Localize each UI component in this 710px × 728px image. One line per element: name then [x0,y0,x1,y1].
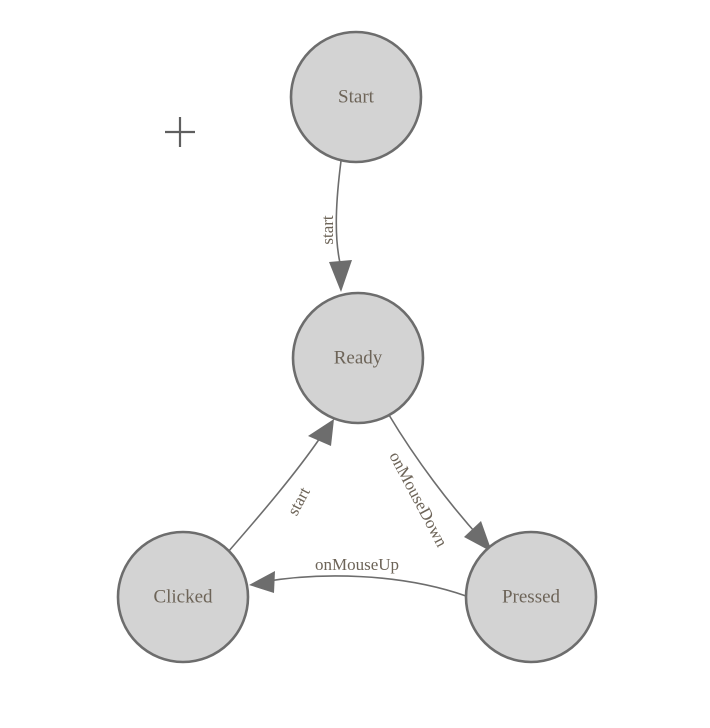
edge-label-pressed-to-clicked: onMouseUp [315,555,399,574]
edge-label-start-to-ready: start [318,215,337,245]
arrowhead-icon [249,571,275,593]
edge-label-ready-to-pressed: onMouseDown [385,449,451,551]
edge-label-clicked-to-ready: start [283,484,314,519]
arrowhead-icon [329,260,352,292]
arrowhead-icon [308,419,334,446]
node-shape[interactable] [464,530,598,664]
crosshair-icon [165,117,195,147]
edge-path [261,575,467,597]
edge-path [227,437,321,553]
arrowhead-icon [464,521,492,552]
node-clicked[interactable]: Clicked [116,530,250,664]
edge-ready-to-pressed[interactable]: onMouseDown [385,414,492,552]
node-pressed[interactable]: Pressed [464,530,598,664]
edge-path [335,160,342,264]
edge-pressed-to-clicked[interactable]: onMouseUp [249,555,467,597]
node-start[interactable]: Start [289,30,423,164]
edge-clicked-to-ready[interactable]: start [227,419,334,553]
node-shape[interactable] [289,30,423,164]
node-shape[interactable] [291,291,425,425]
edge-start-to-ready[interactable]: start [318,160,352,292]
node-ready[interactable]: Ready [291,291,425,425]
edge-path [388,414,483,541]
node-shape[interactable] [116,530,250,664]
